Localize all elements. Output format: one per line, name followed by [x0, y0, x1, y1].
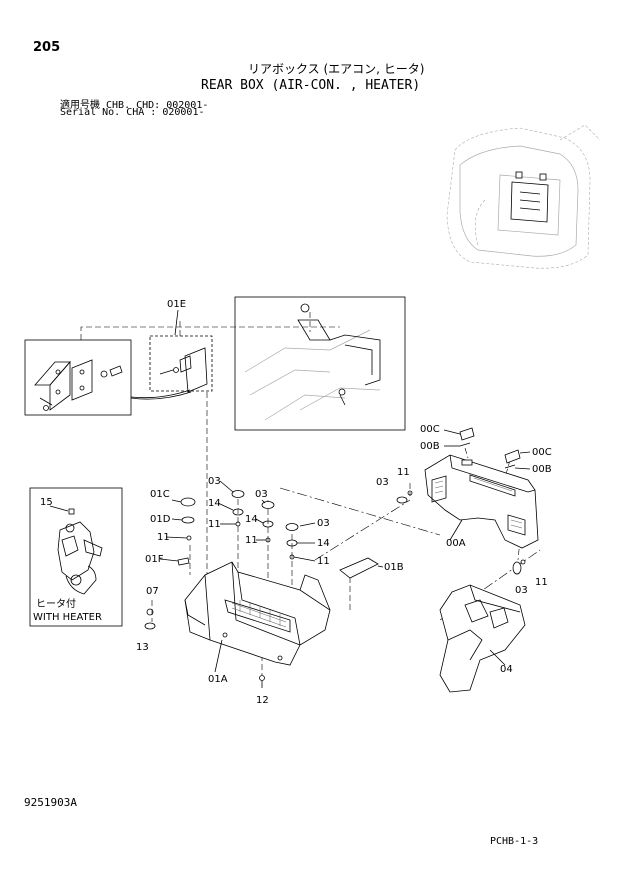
part-01b-plate: [339, 557, 379, 579]
label-13: 13: [136, 642, 149, 653]
label-11-d: 11: [245, 535, 258, 546]
screw-12: [259, 675, 265, 681]
detail-box-bracket: [24, 339, 132, 416]
label-11-e: 11: [317, 556, 330, 567]
pin-00b-left: [459, 442, 471, 447]
heater-label-en: WITH HEATER: [33, 612, 102, 623]
label-01d: 01D: [150, 514, 171, 525]
part-label-group: 01E 01C 01D 11 01F 03 14 11 03 14 11 03 …: [33, 299, 552, 706]
page-code: PCHB-1-3: [490, 836, 539, 847]
machine-location-view: [446, 124, 601, 269]
detail-box-01e: [130, 335, 213, 400]
serial-line-1: 適用号機 CHB. CHD: 002001-: [60, 100, 209, 111]
label-03-e: 03: [515, 585, 528, 596]
label-11-c: 11: [208, 519, 221, 530]
drawing-number: 9251903A: [24, 796, 77, 809]
clip-01c: [180, 497, 196, 507]
label-07: 07: [146, 586, 159, 597]
clip-03-c: [261, 501, 275, 509]
leader-lines: [80, 318, 541, 675]
serial-line-2: Serial No. CHA : 020001-: [60, 107, 205, 118]
label-01e: 01E: [167, 299, 186, 310]
heater-inset: [29, 487, 123, 627]
fasteners: [144, 427, 526, 688]
clip-03-e: [512, 561, 522, 575]
bracket-01f: [177, 557, 190, 566]
label-14-c: 14: [317, 538, 330, 549]
ring-14-b: [262, 520, 274, 528]
part-00a-cover: [424, 454, 539, 549]
screw-11-f: [520, 559, 526, 565]
title-japanese: リアボックス (エアコン, ヒータ): [248, 62, 425, 76]
heater-label-jp: ヒータ付: [36, 597, 76, 610]
washer-13: [144, 622, 156, 630]
label-14-b: 14: [245, 514, 258, 525]
label-03-a: 03: [376, 477, 389, 488]
clip-03-a: [396, 496, 408, 504]
label-04: 04: [500, 664, 513, 675]
clip-00c-right: [504, 449, 521, 464]
pin-00b-right: [504, 464, 516, 469]
label-14-a: 14: [208, 498, 221, 509]
label-00b-right: 00B: [532, 464, 552, 475]
page-number: 205: [33, 40, 61, 55]
label-00c-right: 00C: [532, 447, 552, 458]
label-01a: 01A: [208, 674, 228, 685]
screw-11-a: [407, 490, 413, 496]
label-11-a: 11: [397, 467, 410, 478]
clip-00c-left: [459, 427, 475, 441]
label-15: 15: [40, 497, 53, 508]
ring-14-a: [232, 508, 244, 516]
label-03-d: 03: [317, 518, 330, 529]
clip-03-b: [231, 490, 245, 498]
label-00a: 00A: [446, 538, 466, 549]
label-11-b: 11: [157, 532, 170, 543]
label-01f: 01F: [145, 554, 164, 565]
label-12: 12: [256, 695, 269, 706]
screw-11-b: [186, 535, 192, 541]
detail-box-frame: [234, 296, 406, 431]
label-01c: 01C: [150, 489, 170, 500]
ring-01d: [181, 516, 195, 524]
label-leaders: [49, 309, 531, 673]
label-03-c: 03: [255, 489, 268, 500]
label-00b-left: 00B: [420, 441, 440, 452]
label-00c-left: 00C: [420, 424, 440, 435]
title-english: REAR BOX (AIR-CON. , HEATER): [201, 78, 421, 93]
clip-03-d: [285, 523, 299, 531]
part-04-duct: [439, 584, 526, 693]
part-01a-rear-box: [184, 561, 331, 666]
label-01b: 01B: [384, 562, 404, 573]
label-11-f: 11: [535, 577, 548, 588]
bolt-07: [146, 608, 154, 616]
label-03-b: 03: [208, 476, 221, 487]
